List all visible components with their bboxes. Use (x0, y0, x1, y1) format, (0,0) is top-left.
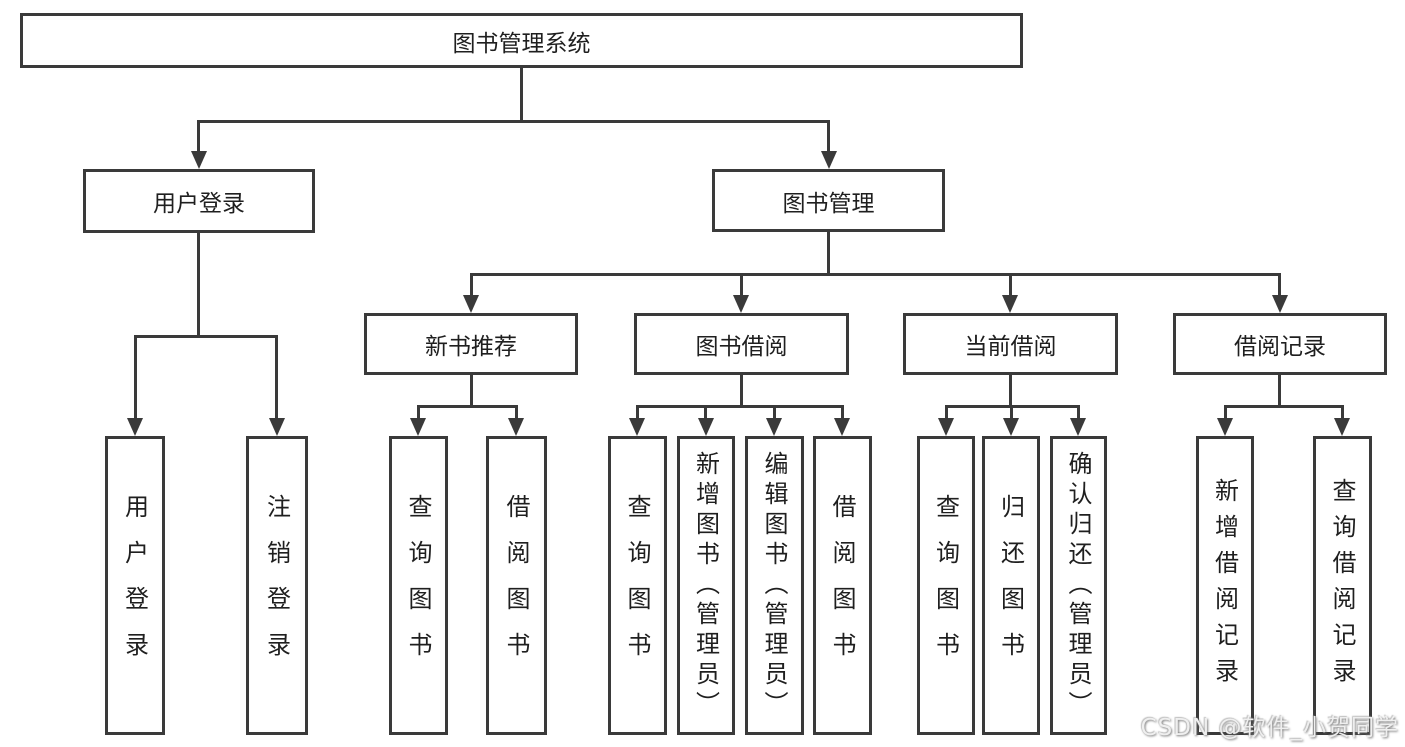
connector-records-stub (1278, 375, 1281, 405)
connector-root-stub (520, 68, 523, 120)
connector-drop-query-borrowing (636, 405, 639, 418)
node-book-borrowing: 图书借阅 (634, 313, 849, 375)
node-borrowing-records: 借阅记录 (1173, 313, 1387, 375)
connector-drop-edit-books (773, 405, 776, 418)
node-new-book-recommendation: 新书推荐 (364, 313, 578, 375)
leaf-query-books-current: 查询图书 (917, 436, 975, 735)
connector-drop-leaf-user-login (134, 335, 137, 418)
connector-drop-add-books (704, 405, 707, 418)
arrow-head-borrow-recommend (508, 418, 524, 436)
arrow-head-add-record (1217, 418, 1233, 436)
arrow-head-book-management (821, 151, 837, 169)
connector-level3-hline (470, 273, 1281, 276)
arrow-head-leaf-logout (269, 418, 285, 436)
leaf-return-books: 归还图书 (982, 436, 1040, 735)
arrow-head-current-borrowing (1002, 295, 1018, 313)
arrow-head-leaf-user-login (127, 418, 143, 436)
leaf-add-borrow-record: 新增借阅记录 (1196, 436, 1254, 735)
arrow-head-query-record (1334, 418, 1350, 436)
arrow-head-return-books (1003, 418, 1019, 436)
connector-drop-confirm-return (1077, 405, 1080, 418)
node-current-borrowing: 当前借阅 (903, 313, 1118, 375)
connector-drop-borrowing-records (1278, 273, 1281, 295)
node-user-login: 用户登录 (83, 169, 315, 233)
connector-drop-leaf-logout (275, 335, 278, 418)
arrow-head-new-book-recommendation (463, 295, 479, 313)
connector-records-hline (1224, 405, 1343, 408)
arrow-head-add-books (698, 418, 714, 436)
connector-user-login-hline (135, 335, 278, 338)
connector-recommend-stub (470, 375, 473, 405)
connector-borrowing-stub (740, 375, 743, 405)
leaf-query-borrow-record: 查询借阅记录 (1313, 436, 1372, 735)
leaf-user-login: 用户登录 (105, 436, 165, 735)
connector-drop-add-record (1224, 405, 1227, 418)
arrow-head-user-login (191, 151, 207, 169)
arrow-head-query-current (938, 418, 954, 436)
leaf-query-books-borrowing: 查询图书 (608, 436, 667, 735)
connector-drop-book-borrowing (740, 273, 743, 295)
csdn-watermark: CSDN @软件_小贺同学 (1140, 715, 1399, 741)
leaf-borrow-books: 借阅图书 (813, 436, 872, 735)
node-library-management-system: 图书管理系统 (20, 13, 1023, 68)
leaf-add-books-admin: 新增图书（管理员） (677, 436, 735, 735)
connector-current-stub (1009, 375, 1012, 405)
arrow-head-borrowing-records (1272, 295, 1288, 313)
connector-drop-user-login (197, 120, 200, 151)
leaf-logout: 注销登录 (246, 436, 308, 735)
connector-drop-current-borrowing (1009, 273, 1012, 295)
connector-recommend-hline (418, 405, 518, 408)
connector-book-management-stub (827, 232, 830, 273)
connector-borrowing-hline (636, 405, 843, 408)
arrow-head-book-borrowing (733, 295, 749, 313)
arrow-head-query-recommend (410, 418, 426, 436)
connector-drop-query-recommend (417, 405, 420, 418)
connector-drop-query-current (945, 405, 948, 418)
connector-drop-new-book-recommendation (470, 273, 473, 295)
arrow-head-edit-books (766, 418, 782, 436)
leaf-confirm-return-admin: 确认归还（管理员） (1050, 436, 1107, 735)
arrow-head-borrow-books (834, 418, 850, 436)
arrow-head-confirm-return (1070, 418, 1086, 436)
leaf-edit-books-admin: 编辑图书（管理员） (745, 436, 804, 735)
connector-drop-query-record (1341, 405, 1344, 418)
leaf-query-books-recommend: 查询图书 (389, 436, 448, 735)
arrow-head-query-borrowing (629, 418, 645, 436)
connector-drop-return-books (1010, 405, 1013, 418)
connector-user-login-stub (197, 233, 200, 335)
connector-drop-borrow-books (841, 405, 844, 418)
node-book-management: 图书管理 (712, 169, 945, 232)
leaf-borrow-books-recommend: 借阅图书 (486, 436, 547, 735)
connector-drop-book-management (827, 120, 830, 151)
connector-level1-hline (197, 120, 830, 123)
connector-drop-borrow-recommend (515, 405, 518, 418)
